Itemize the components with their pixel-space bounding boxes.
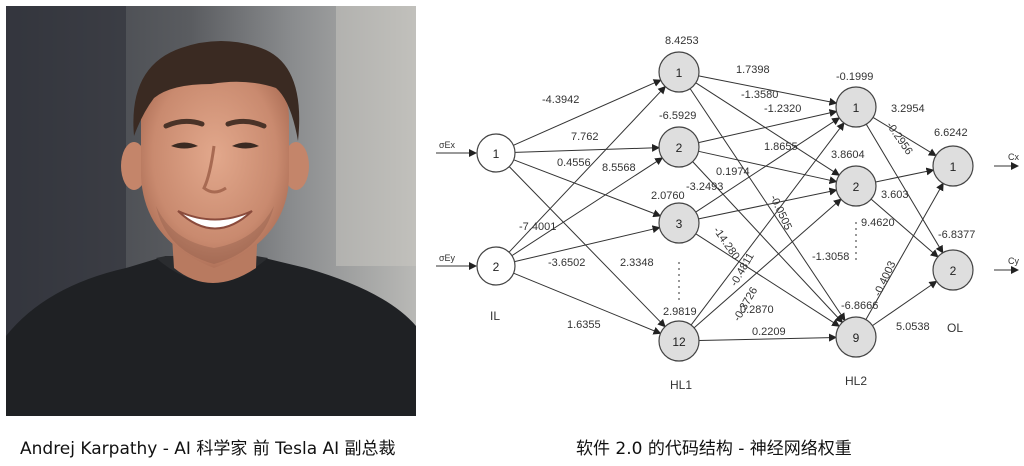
input-node-2-label: 2 [493, 260, 500, 274]
weight-label: -3.2493 [686, 181, 723, 193]
hl1-node-2: 2 [658, 126, 700, 168]
weight-label: 8.5568 [602, 162, 636, 174]
svg-text:1: 1 [950, 160, 957, 174]
hl2-label: HL2 [845, 374, 867, 388]
output-signal-1: Cx [1008, 152, 1019, 162]
connection-arrow [872, 116, 937, 157]
diagram-caption: 软件 2.0 的代码结构 - 神经网络权重 [576, 439, 852, 459]
connection-arrow [865, 123, 944, 254]
connection-arrow [513, 272, 662, 335]
neural-network-diagram: 1 2 σEx σEy IL 1 2 3 12 8.4253 -6.5929 2… [436, 35, 1019, 392]
hl1-bias-1: 8.4253 [665, 35, 699, 47]
hl2-node-1: 1 [835, 86, 877, 128]
connection-arrow [693, 198, 842, 329]
weight-label: -7.4001 [519, 221, 556, 233]
weight-label: -0.2956 [884, 120, 915, 157]
weight-label: 1.6355 [567, 319, 601, 331]
connection-arrow [695, 117, 841, 213]
weight-label: -1.2320 [764, 103, 801, 115]
weight-label: -0.4003 [872, 259, 899, 298]
connection-arrow [692, 161, 844, 324]
weight-label: 5.0538 [896, 321, 930, 333]
hl1-bias-12: 2.9819 [663, 306, 697, 318]
input-signal-2: σEy [439, 253, 456, 263]
hl2-bias-2: 3.8604 [831, 149, 865, 161]
connection-arrow [872, 280, 938, 327]
connection-arrow [865, 182, 944, 320]
weight-label: -1.3058 [812, 251, 849, 263]
connection-arrow [698, 75, 838, 106]
hl1-label: HL1 [670, 378, 692, 392]
weight-label: 3.603 [881, 189, 909, 201]
weight-label: -4.3942 [542, 94, 579, 106]
output-node-2: 2 [932, 249, 974, 291]
hl1-node-3: 3 [658, 202, 700, 244]
output-node-1: 1 [932, 145, 974, 187]
connection-arrow [698, 187, 838, 220]
photo-caption: Andrej Karpathy - AI 科学家 前 Tesla AI 副总裁 [20, 439, 396, 459]
input-node-1: 1 [476, 133, 516, 173]
input-node-2: 2 [476, 246, 516, 286]
hl2-bias-1: -0.1999 [836, 71, 873, 83]
portrait-photo [6, 6, 416, 416]
connection-arrow [508, 166, 666, 328]
svg-text:2: 2 [950, 264, 957, 278]
connection-arrow [870, 198, 939, 258]
hl1-bias-3: 2.0760 [651, 190, 685, 202]
output-bias-2: -6.8377 [938, 229, 975, 241]
svg-text:3: 3 [676, 217, 683, 231]
svg-text:2: 2 [853, 180, 860, 194]
output-bias-1: 6.6242 [934, 127, 968, 139]
weight-label: -3.6502 [548, 257, 585, 269]
connection-arrow [875, 167, 935, 183]
hl1-node-12: 12 [658, 320, 700, 362]
hl2-node-9: 9 [835, 316, 877, 358]
output-signal-2: Cy [1008, 256, 1019, 266]
connection-arrow [508, 85, 666, 253]
weight-label: 7.762 [571, 131, 599, 143]
connection-arrow [690, 122, 845, 326]
connection-arrow [698, 150, 838, 185]
input-node-1-label: 1 [493, 147, 500, 161]
weight-label: 0.2870 [740, 304, 774, 316]
weight-label: -1.3580 [741, 89, 778, 101]
svg-text:1: 1 [676, 66, 683, 80]
weight-label: 1.8655 [764, 141, 798, 153]
hl2-node-2: 2 [835, 165, 877, 207]
connection-arrow [514, 225, 661, 263]
weight-label: 0.2209 [752, 326, 786, 338]
weight-label: -0.0505 [767, 193, 794, 232]
connection-arrow [698, 109, 838, 144]
connection-arrow [698, 333, 838, 342]
portrait-illustration [6, 6, 416, 416]
input-layer-label: IL [490, 309, 500, 323]
svg-text:2: 2 [676, 141, 683, 155]
hl2-bias-9: -6.8666 [841, 300, 878, 312]
connection-arrow [695, 82, 841, 176]
svg-text:12: 12 [672, 335, 686, 349]
weight-label: 3.2954 [891, 103, 925, 115]
weight-label: 0.4556 [557, 157, 591, 169]
weight-label: 0.1974 [716, 166, 750, 178]
input-signal-1: σEx [439, 140, 456, 150]
hl1-node-1: 1 [658, 51, 700, 93]
weight-label: 2.3348 [620, 257, 654, 269]
hl1-bias-2: -6.5929 [659, 110, 696, 122]
svg-text:1: 1 [853, 101, 860, 115]
output-layer-label: OL [947, 321, 963, 335]
connection-arrow [511, 157, 664, 257]
connection-arrow [513, 79, 662, 146]
weight-label: 9.4620 [861, 217, 895, 229]
connection-arrow [695, 233, 841, 327]
weight-label: 1.7398 [736, 64, 770, 76]
connection-arrow [514, 143, 661, 153]
weight-label: -14.280 [711, 225, 742, 262]
connection-arrow [513, 159, 662, 218]
svg-text:9: 9 [853, 331, 860, 345]
